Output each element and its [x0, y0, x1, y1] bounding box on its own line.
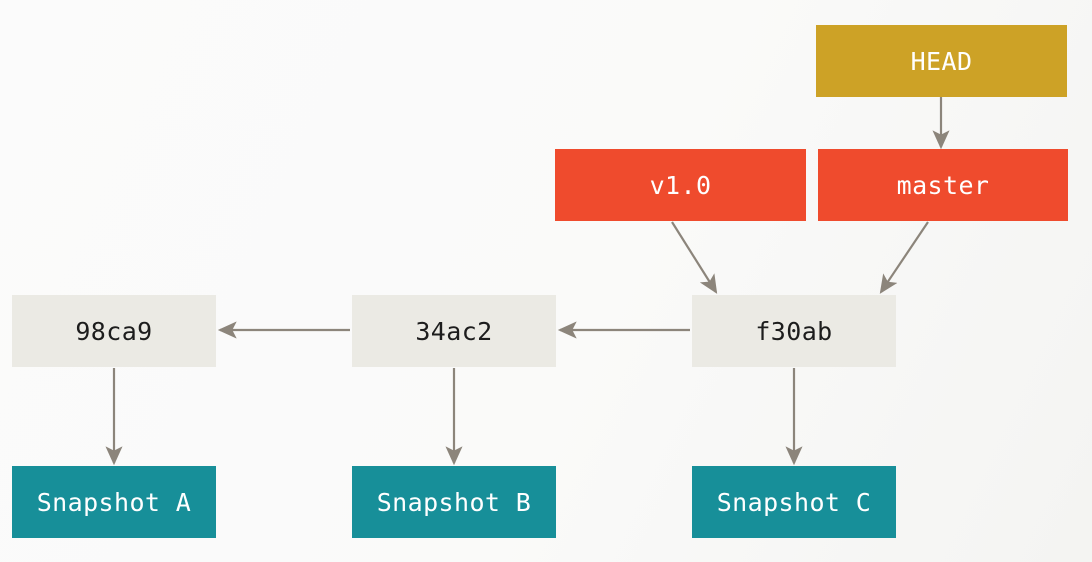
node-commit-98ca9-label: 98ca9 [75, 316, 153, 346]
node-head-label: HEAD [910, 46, 973, 76]
node-snapshot-c-label: Snapshot C [716, 487, 872, 517]
node-branch-master[interactable]: master [818, 149, 1068, 221]
node-commit-f30ab-label: f30ab [755, 316, 833, 346]
node-tag-v1-0[interactable]: v1.0 [555, 149, 806, 221]
node-head[interactable]: HEAD [816, 25, 1067, 97]
node-commit-98ca9[interactable]: 98ca9 [12, 295, 216, 367]
node-snapshot-a-label: Snapshot A [36, 487, 192, 517]
node-commit-34ac2[interactable]: 34ac2 [352, 295, 556, 367]
edge-master-to-f30ab [879, 221, 929, 294]
node-snapshot-a[interactable]: Snapshot A [12, 466, 216, 538]
node-snapshot-b-label: Snapshot B [376, 487, 532, 517]
node-branch-master-label: master [896, 170, 990, 200]
node-tag-v1-0-label: v1.0 [649, 170, 712, 200]
node-commit-34ac2-label: 34ac2 [415, 316, 493, 346]
node-snapshot-b[interactable]: Snapshot B [352, 466, 556, 538]
edge-v10-to-f30ab [671, 221, 718, 294]
node-commit-f30ab[interactable]: f30ab [692, 295, 896, 367]
node-snapshot-c[interactable]: Snapshot C [692, 466, 896, 538]
